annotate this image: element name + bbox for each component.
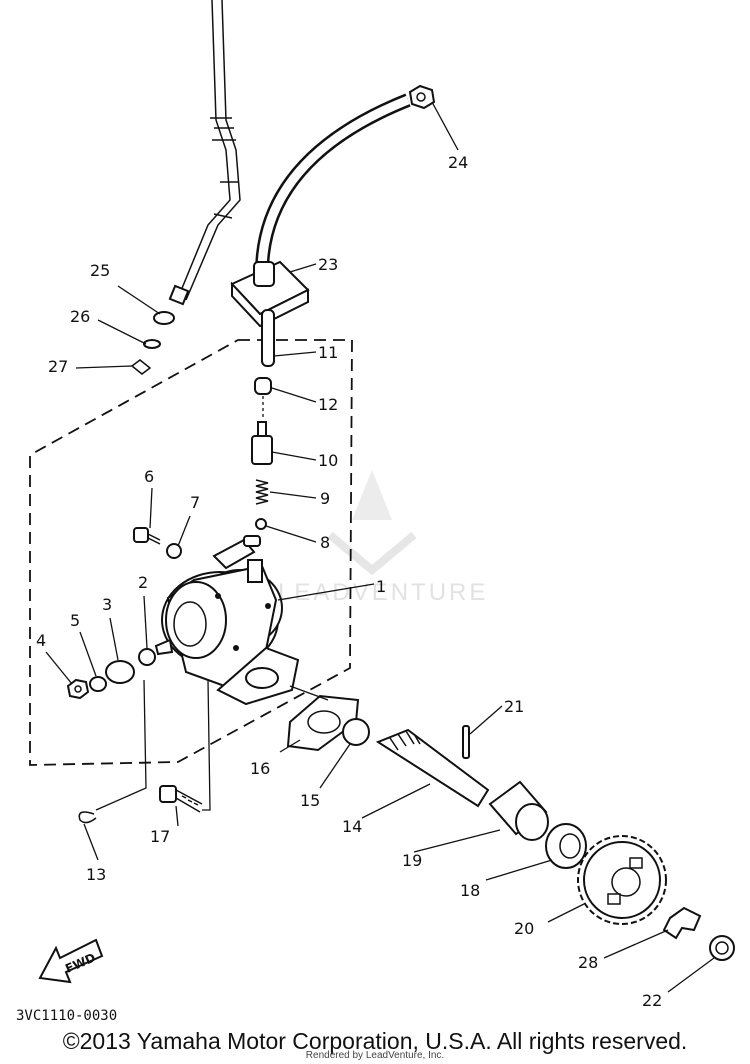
fwd-direction-arrow: FWD [38,938,104,984]
part-23-grommet [230,260,310,328]
part-20-pump-drive-gear [577,835,667,925]
part-15-seal [342,718,370,746]
part-25-washer [153,311,175,325]
diagram-code: 3VC1110-0030 [16,1008,117,1024]
part-6-screw [133,527,161,545]
part-24-nut [408,84,436,110]
callout-17: 17 [150,827,170,846]
callout-2: 2 [138,573,148,592]
part-13-clip [78,811,97,824]
callout-13: 13 [86,865,106,884]
part-14-pump-drive-shaft [375,728,490,808]
copyright-notice: ©2013 Yamaha Motor Corporation, U.S.A. A… [62,1028,688,1054]
callout-23: 23 [318,255,338,274]
part-11-pipe [261,309,275,367]
callout-22: 22 [642,991,662,1010]
callout-24: 24 [448,153,468,172]
part-5-washer [89,676,107,692]
part-19-collar [488,780,549,841]
part-7-washer [166,543,182,559]
part-21-pin [462,725,470,759]
part-22-circlip [709,935,735,961]
leader-lines [45,101,715,993]
callout-19: 19 [402,851,422,870]
part-17-bolt [159,785,203,813]
callout-15: 15 [300,791,320,810]
part-8-ball [255,518,267,530]
callout-18: 18 [460,881,480,900]
part-12-fitting [254,377,272,395]
callout-21: 21 [504,697,524,716]
part-4-nut [66,678,90,700]
pump-cable [168,0,241,306]
callout-6: 6 [144,467,154,486]
part-2-washer [138,648,156,666]
part-28-plate [662,906,702,940]
callout-27: 27 [48,357,68,376]
callout-3: 3 [102,595,112,614]
callout-28: 28 [578,953,598,972]
callout-20: 20 [514,919,534,938]
callout-labels: 1 2 3 4 5 6 7 8 9 10 11 12 13 14 15 16 1… [36,153,662,1010]
part-1-oil-pump [154,535,300,706]
watermark-text: LEADVENTURE [278,579,488,606]
part-3-plate [105,660,135,684]
rendered-by-note: Rendered by LeadVenture, Inc. [305,1050,445,1061]
part-9-spring [255,479,269,505]
watermark: LEADVENTURE [278,470,488,606]
callout-10: 10 [318,451,338,470]
callout-7: 7 [190,493,200,512]
callout-12: 12 [318,395,338,414]
callout-9: 9 [320,489,330,508]
callout-1: 1 [376,577,386,596]
callout-11: 11 [318,343,338,362]
callout-26: 26 [70,307,90,326]
part-26-seal [143,339,161,349]
pump-assembly-dashed-box [29,339,353,766]
callout-14: 14 [342,817,362,836]
callout-25: 25 [90,261,110,280]
callout-16: 16 [250,759,270,778]
callout-4: 4 [36,631,46,650]
part-10-check-valve [251,421,273,465]
callout-8: 8 [320,533,330,552]
callout-5: 5 [70,611,80,630]
part-18-bearing [545,823,587,869]
part-27-clip [130,359,152,375]
